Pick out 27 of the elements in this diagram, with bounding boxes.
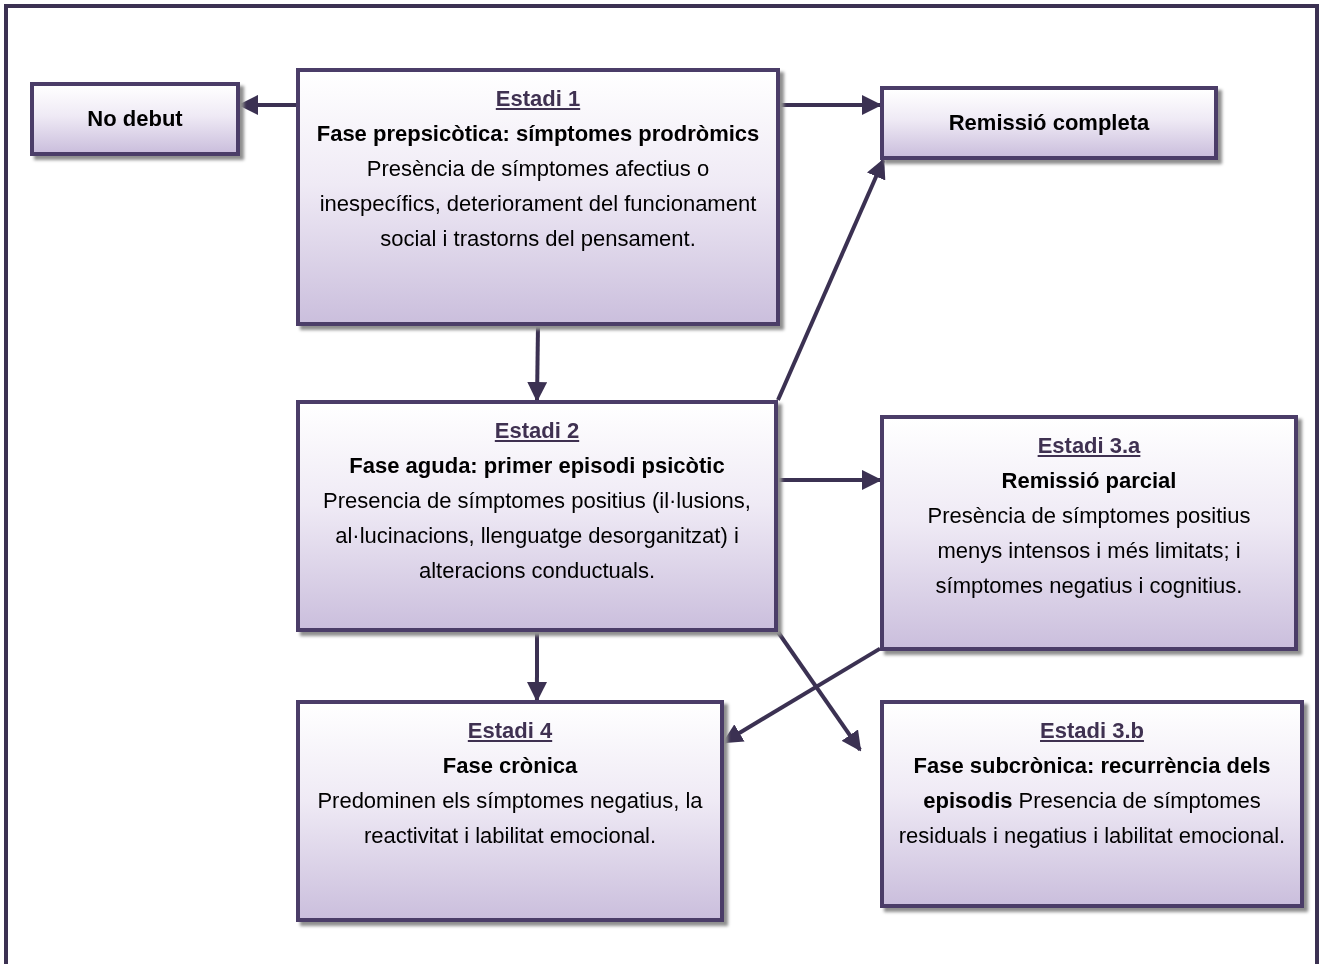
stage-heading: Estadi 1 <box>495 85 581 113</box>
stage-box <box>880 700 1304 908</box>
arrow <box>778 469 882 490</box>
stage-heading: Estadi 4 <box>467 717 553 745</box>
stage-box <box>296 68 780 326</box>
stage-heading: Estadi 3.a <box>1037 432 1141 460</box>
arrow <box>527 325 548 402</box>
stage-heading: Estadi 3.b <box>1040 717 1144 745</box>
arrow <box>776 630 862 752</box>
stage-description: Predominen els símptomes negatius, la reactivitat i labilitat emocional. <box>316 787 704 850</box>
stage-box <box>296 700 724 922</box>
box-title: No debut <box>87 105 183 133</box>
stage-heading: Estadi 2 <box>494 417 580 445</box>
stage-description: Fase subcrònica: recurrència dels episodis Presencia de símptomes residuals i negatius i labilitat emocional. <box>897 752 1287 850</box>
phase-title: Remissió parcial <box>1001 467 1177 495</box>
arrow <box>776 158 886 401</box>
stage-box <box>30 82 240 156</box>
stage-description: Fase aguda: primer episodi psicòtic Presencia de símptomes positius (il·lusions, al·lucinacions, llenguatge desorganitzat) i alteracions conductuals. <box>322 452 752 585</box>
stage-box <box>880 415 1298 651</box>
arrow <box>526 632 547 702</box>
stage-description: Fase prepsicòtica: símptomes prodròmics Presència de símptomes afectius o inespecífics, deteriorament del funcionament social i trastorns del pensament. <box>315 120 761 253</box>
arrow <box>780 95 882 115</box>
box-title: Remissió completa <box>948 109 1150 137</box>
stage-description: Presència de símptomes positius menys intensos i més limitats; i símptomes negatius i cognitius. <box>926 502 1252 600</box>
phase-title: Fase crònica <box>442 752 578 780</box>
stage-box <box>880 86 1218 160</box>
stage-box <box>296 400 778 632</box>
